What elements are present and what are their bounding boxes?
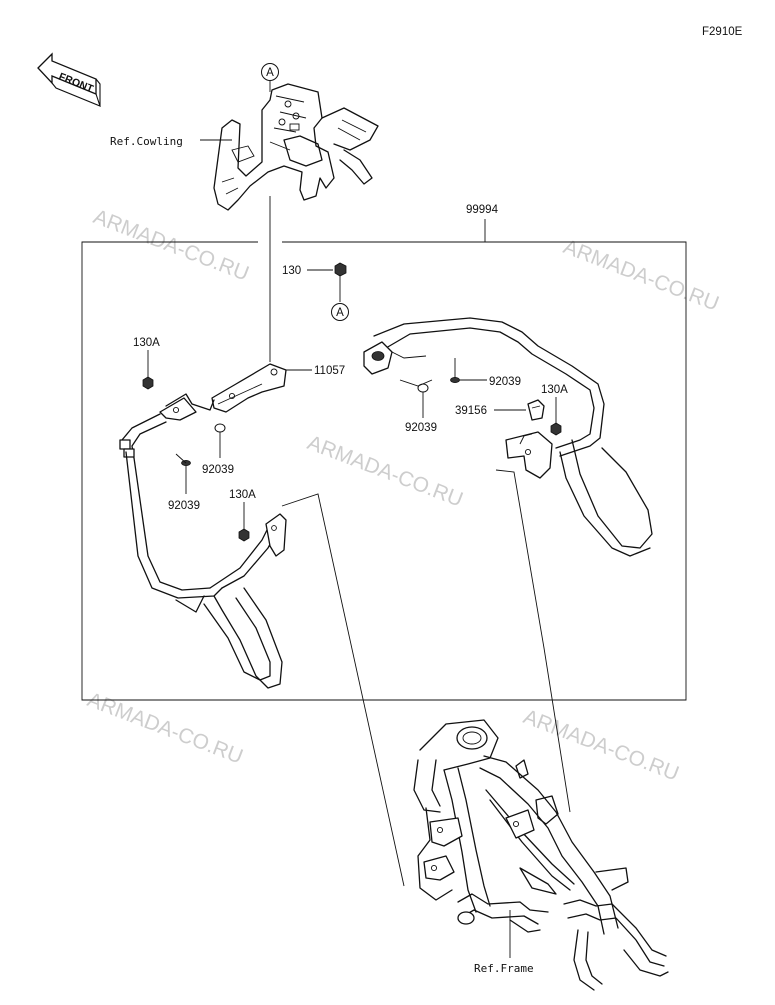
washer-92039-left-a-icon xyxy=(214,423,226,433)
watermark-3: ARMADA-CO.RU xyxy=(304,431,466,511)
left-guard-to-frame-leader xyxy=(281,493,405,887)
nut-icon xyxy=(334,262,347,277)
part-130A-left-bottom-label: 130A xyxy=(229,489,256,501)
part-130A-left-top-label: 130A xyxy=(133,337,160,349)
part-130-label: 130 xyxy=(282,265,301,277)
assembly-number: 99994 xyxy=(466,204,499,216)
ref-frame-label: Ref.Frame xyxy=(474,962,534,975)
right-crash-guard xyxy=(363,317,653,557)
part-92039-right-b-label: 92039 xyxy=(405,422,437,434)
diagram-code: F2910E xyxy=(702,26,743,38)
part-130A-right-label: 130A xyxy=(541,384,568,396)
part-92039-left-a-label: 92039 xyxy=(202,464,234,476)
cap-39156-icon xyxy=(527,399,545,421)
left-crash-guard xyxy=(119,393,287,689)
cowling-bracket xyxy=(213,83,379,211)
bolt-92039-left-b-icon xyxy=(175,453,191,466)
right-guard-to-frame-leader xyxy=(495,469,571,813)
front-arrow-icon: FRONT xyxy=(37,52,101,107)
nut-130A-left-bottom-icon xyxy=(238,528,250,542)
watermarks: ARMADA-CO.RU ARMADA-CO.RU ARMADA-CO.RU A… xyxy=(84,205,722,785)
callout-a-top: A xyxy=(261,63,279,92)
nut-130A-right-icon xyxy=(550,422,562,436)
part-11057-label: 11057 xyxy=(314,365,345,377)
bracket-11057 xyxy=(211,363,287,413)
callout-a-bottom: A xyxy=(331,303,349,321)
nut-130A-left-top-icon xyxy=(142,376,154,390)
part-92039-left-b-label: 92039 xyxy=(168,500,200,512)
watermark-5: ARMADA-CO.RU xyxy=(520,705,682,785)
assembly-box xyxy=(81,219,687,701)
watermark-1: ARMADA-CO.RU xyxy=(90,205,252,285)
watermark-2: ARMADA-CO.RU xyxy=(560,235,722,315)
motorcycle-frame xyxy=(413,719,669,991)
bolt-92039-right-a-icon xyxy=(450,358,460,383)
part-39156-label: 39156 xyxy=(455,405,487,417)
callout-a-top-text: A xyxy=(266,67,274,79)
part-92039-right-a-label: 92039 xyxy=(489,376,521,388)
ref-cowling-label: Ref.Cowling xyxy=(110,135,183,148)
callout-a-bottom-text: A xyxy=(336,307,344,319)
